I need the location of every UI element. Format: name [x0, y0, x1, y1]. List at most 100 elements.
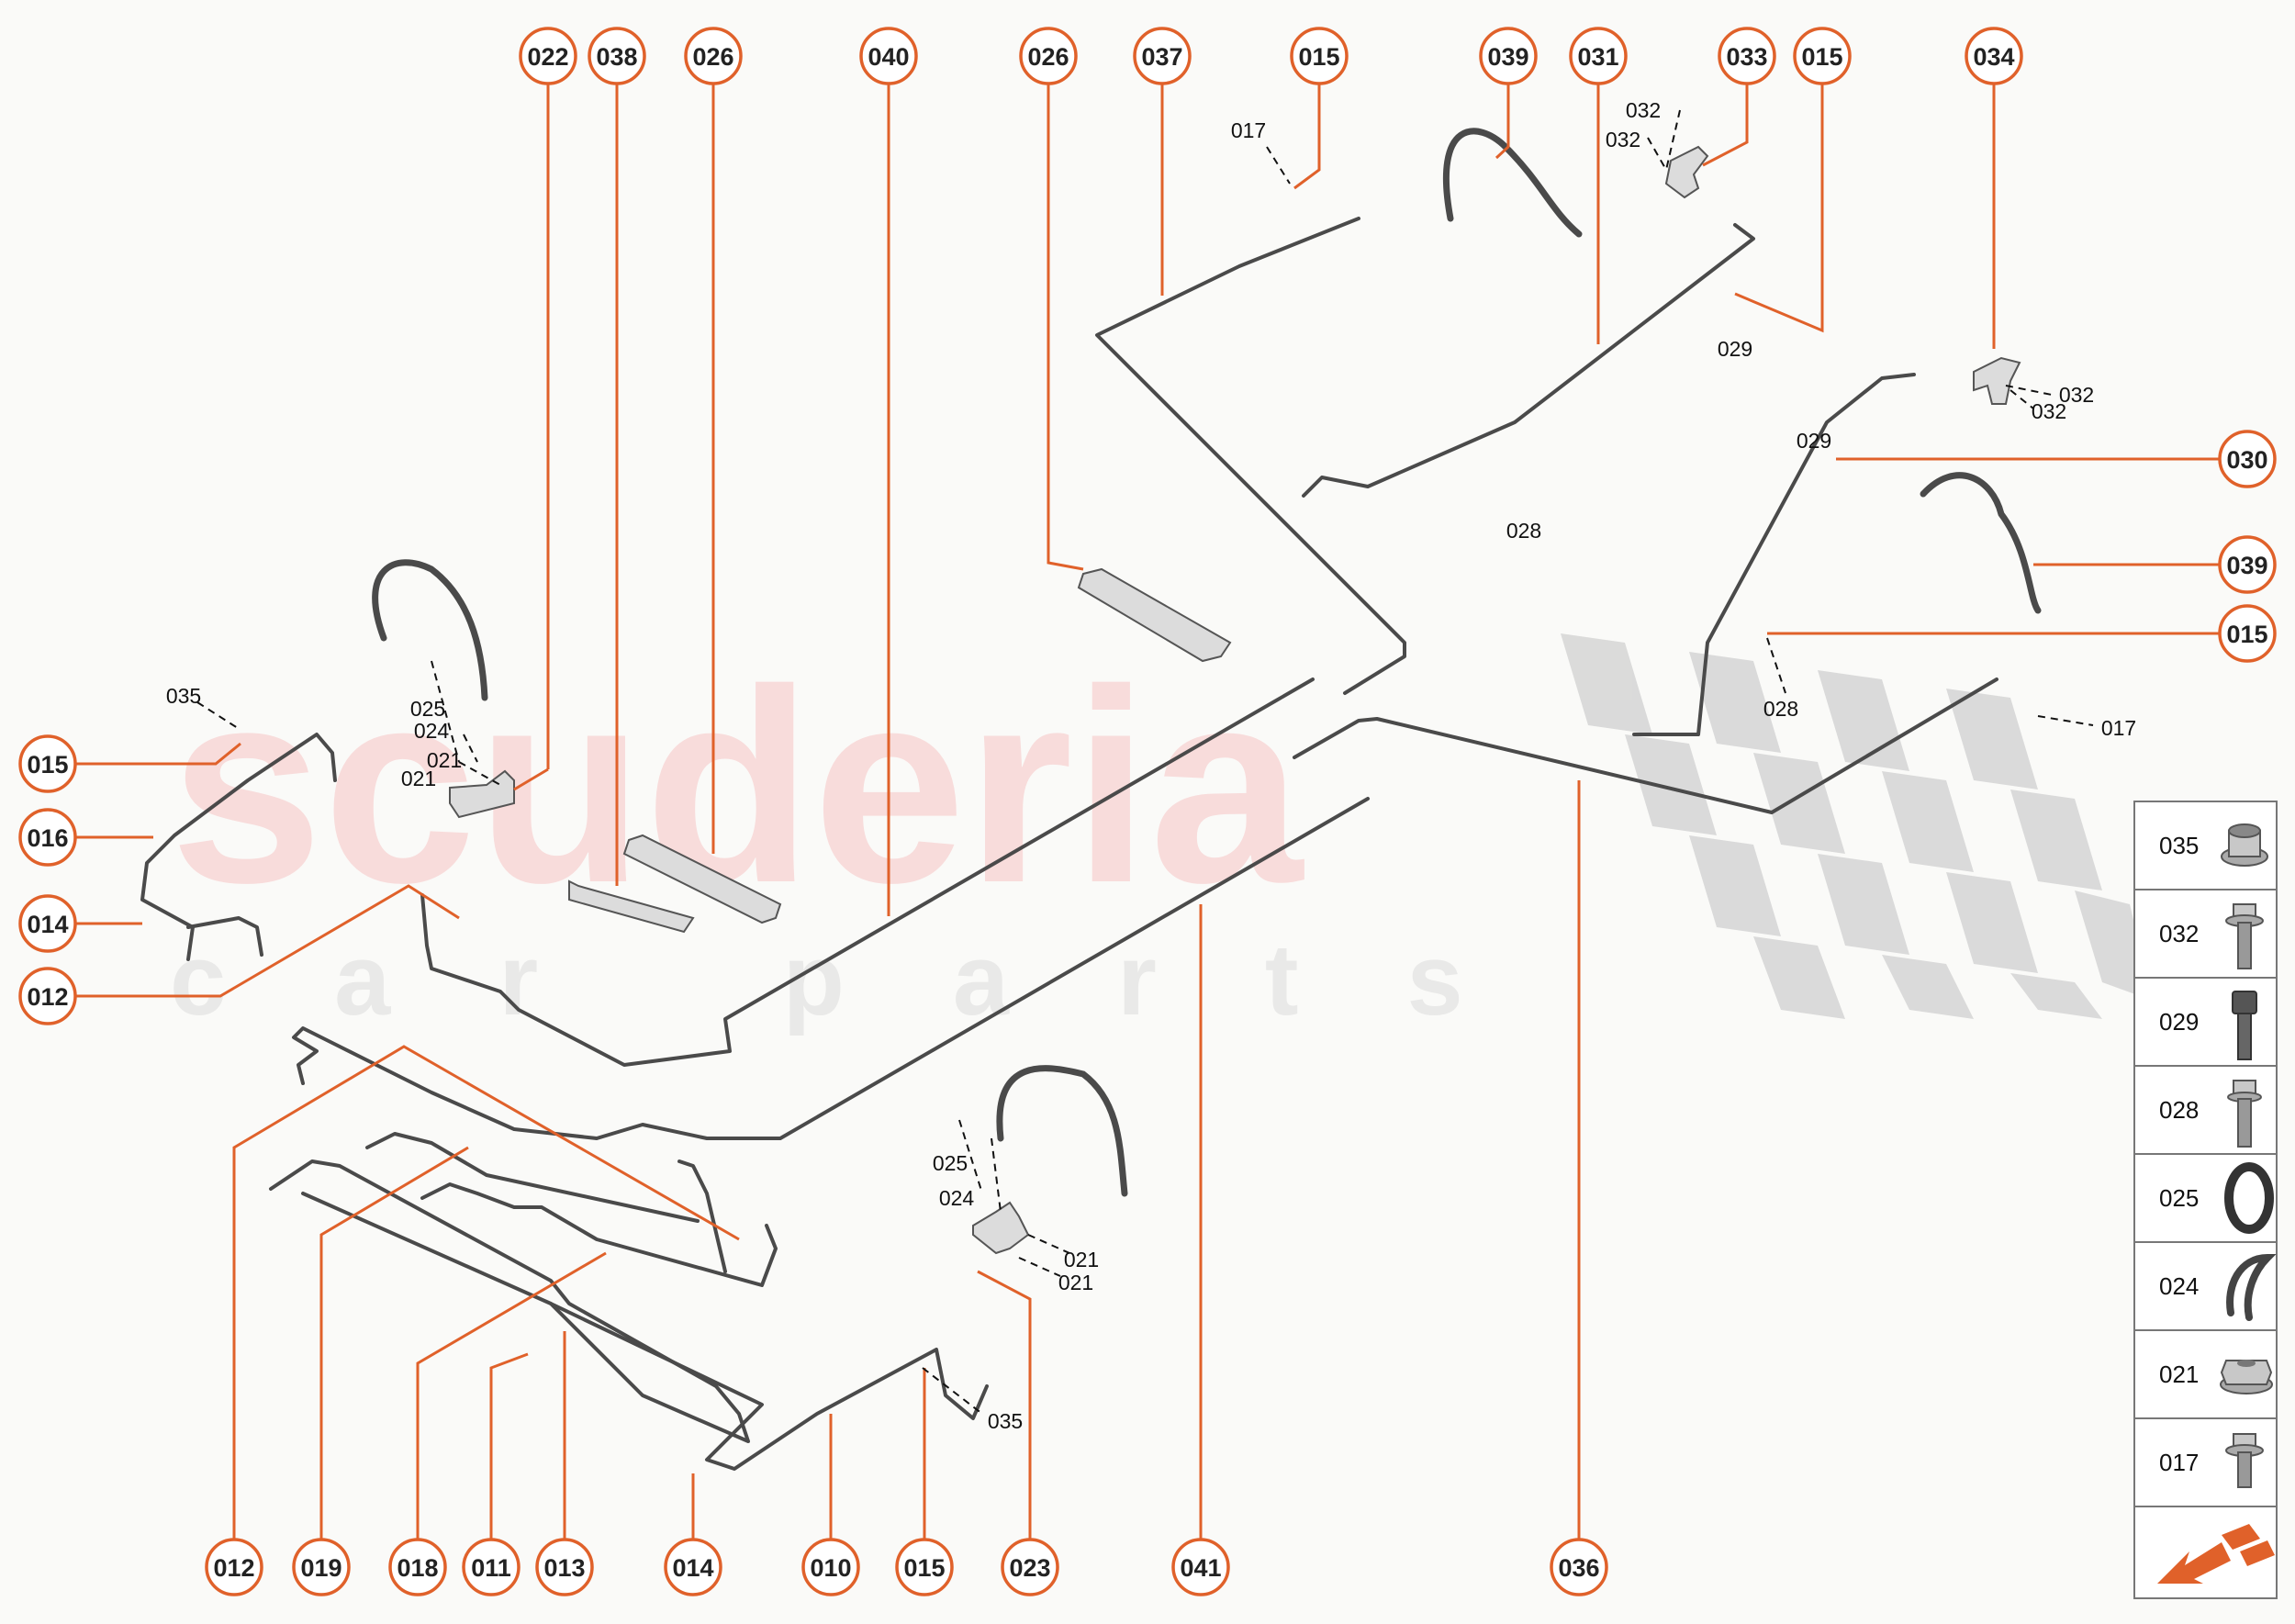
- plate-026-right: [1077, 567, 1232, 663]
- plate-026-left: [622, 834, 782, 924]
- callout-015[interactable]: 015: [1290, 27, 1349, 85]
- callout-016[interactable]: 016: [18, 808, 77, 867]
- svg-text:029: 029: [2159, 1008, 2199, 1036]
- pipe-041: [292, 797, 1370, 1140]
- pipe-037: [1095, 217, 1406, 695]
- callout-026[interactable]: 026: [1019, 27, 1078, 85]
- flange-nut-icon: [2221, 823, 2268, 867]
- svg-text:014: 014: [27, 911, 68, 938]
- leader-lines: [73, 75, 2222, 1565]
- legend-item-025: 025: [2159, 1162, 2274, 1234]
- svg-text:018: 018: [397, 1554, 438, 1582]
- callout-018[interactable]: 018: [388, 1538, 447, 1596]
- callout-012[interactable]: 012: [205, 1538, 263, 1596]
- svg-text:025: 025: [2159, 1184, 2199, 1212]
- callout-015[interactable]: 015: [1793, 27, 1852, 85]
- bracket-023: [972, 1201, 1030, 1255]
- pipe-036: [1293, 678, 1998, 814]
- callout-011[interactable]: 011: [462, 1538, 521, 1596]
- label-029: 029: [1797, 429, 1831, 453]
- hose-023: [996, 1065, 1128, 1197]
- bottom-callouts: 012 019 018 011 013 014 010 015 023 041 …: [205, 1538, 1608, 1596]
- svg-text:032: 032: [2159, 920, 2199, 947]
- top-callouts: 022 038 026 040 026 037 015 039 031 033 …: [519, 27, 2023, 85]
- label-021: 021: [1058, 1271, 1093, 1294]
- pipe-031: [1302, 223, 1755, 498]
- left-callouts: 015 016 014 012: [18, 734, 77, 1025]
- label-021: 021: [427, 748, 462, 772]
- svg-text:011: 011: [471, 1554, 511, 1582]
- dashed-lines: [196, 109, 2094, 1415]
- svg-text:028: 028: [2159, 1096, 2199, 1124]
- svg-text:019: 019: [300, 1554, 341, 1582]
- watermark-tagline: car parts: [170, 924, 1572, 1036]
- callout-014[interactable]: 014: [664, 1538, 722, 1596]
- svg-text:015: 015: [2226, 621, 2267, 648]
- label-017: 017: [1231, 118, 1266, 142]
- bracket-033: [1664, 145, 1709, 199]
- callout-015[interactable]: 015: [2218, 604, 2277, 663]
- brake-pipes: [140, 128, 2042, 1471]
- callout-037[interactable]: 037: [1133, 27, 1192, 85]
- pipe-010: [269, 1159, 750, 1443]
- label-032: 032: [2032, 399, 2066, 423]
- label-035: 035: [988, 1409, 1023, 1433]
- callout-040[interactable]: 040: [859, 27, 918, 85]
- legend-item-024: 024: [2159, 1253, 2277, 1321]
- pipe-040: [420, 678, 1315, 1067]
- callout-019[interactable]: 019: [292, 1538, 351, 1596]
- callout-030[interactable]: 030: [2218, 430, 2277, 488]
- label-025: 025: [933, 1151, 968, 1175]
- svg-text:010: 010: [810, 1554, 851, 1582]
- label-028: 028: [1506, 519, 1541, 543]
- callout-023[interactable]: 023: [1001, 1538, 1059, 1596]
- callout-015[interactable]: 015: [895, 1538, 954, 1596]
- svg-text:015: 015: [1801, 43, 1842, 71]
- right-callouts: 030 039 015: [2218, 430, 2277, 663]
- flange-bolt-icon: [2225, 903, 2264, 969]
- callout-031[interactable]: 031: [1569, 27, 1628, 85]
- callout-034[interactable]: 034: [1965, 27, 2023, 85]
- svg-text:036: 036: [1558, 1554, 1599, 1582]
- hose-039-right: [1920, 472, 2042, 614]
- callout-014[interactable]: 014: [18, 894, 77, 953]
- callout-026[interactable]: 026: [684, 27, 743, 85]
- callout-033[interactable]: 033: [1718, 27, 1776, 85]
- callout-036[interactable]: 036: [1550, 1538, 1608, 1596]
- fastener-legend: 035 032 029 028 025 024 021 017: [2133, 801, 2278, 1599]
- hose-039-top: [1443, 128, 1583, 238]
- legend-item-035: 035: [2159, 823, 2268, 867]
- svg-text:017: 017: [2159, 1449, 2199, 1476]
- callout-012[interactable]: 012: [18, 967, 77, 1025]
- svg-text:015: 015: [1298, 43, 1339, 71]
- callout-015[interactable]: 015: [18, 734, 77, 793]
- pipe-019: [365, 1132, 700, 1223]
- hex-nut-icon: [2220, 1360, 2273, 1394]
- callout-038[interactable]: 038: [588, 27, 646, 85]
- pipe-016: [140, 733, 337, 961]
- svg-text:035: 035: [2159, 832, 2199, 859]
- callout-013[interactable]: 013: [535, 1538, 594, 1596]
- bracket-034: [1973, 356, 2021, 405]
- callout-022[interactable]: 022: [519, 27, 577, 85]
- label-032: 032: [1606, 128, 1640, 151]
- svg-text:012: 012: [213, 1554, 254, 1582]
- svg-text:040: 040: [868, 43, 909, 71]
- callout-041[interactable]: 041: [1171, 1538, 1230, 1596]
- legend-item-028: 028: [2159, 1080, 2262, 1148]
- callout-010[interactable]: 010: [801, 1538, 860, 1596]
- shim-038: [568, 879, 695, 934]
- svg-text:026: 026: [692, 43, 733, 71]
- callout-039[interactable]: 039: [2218, 535, 2277, 594]
- label-024: 024: [414, 719, 450, 743]
- socket-bolt-icon: [2232, 991, 2257, 1060]
- callout-039[interactable]: 039: [1479, 27, 1538, 85]
- hex-bolt-icon: [2227, 1080, 2262, 1148]
- pipe-010c: [677, 1159, 727, 1273]
- svg-text:037: 037: [1141, 43, 1182, 71]
- pipe-030: [1632, 373, 1916, 736]
- spring-clip-icon: [2226, 1253, 2277, 1321]
- svg-text:015: 015: [27, 751, 68, 778]
